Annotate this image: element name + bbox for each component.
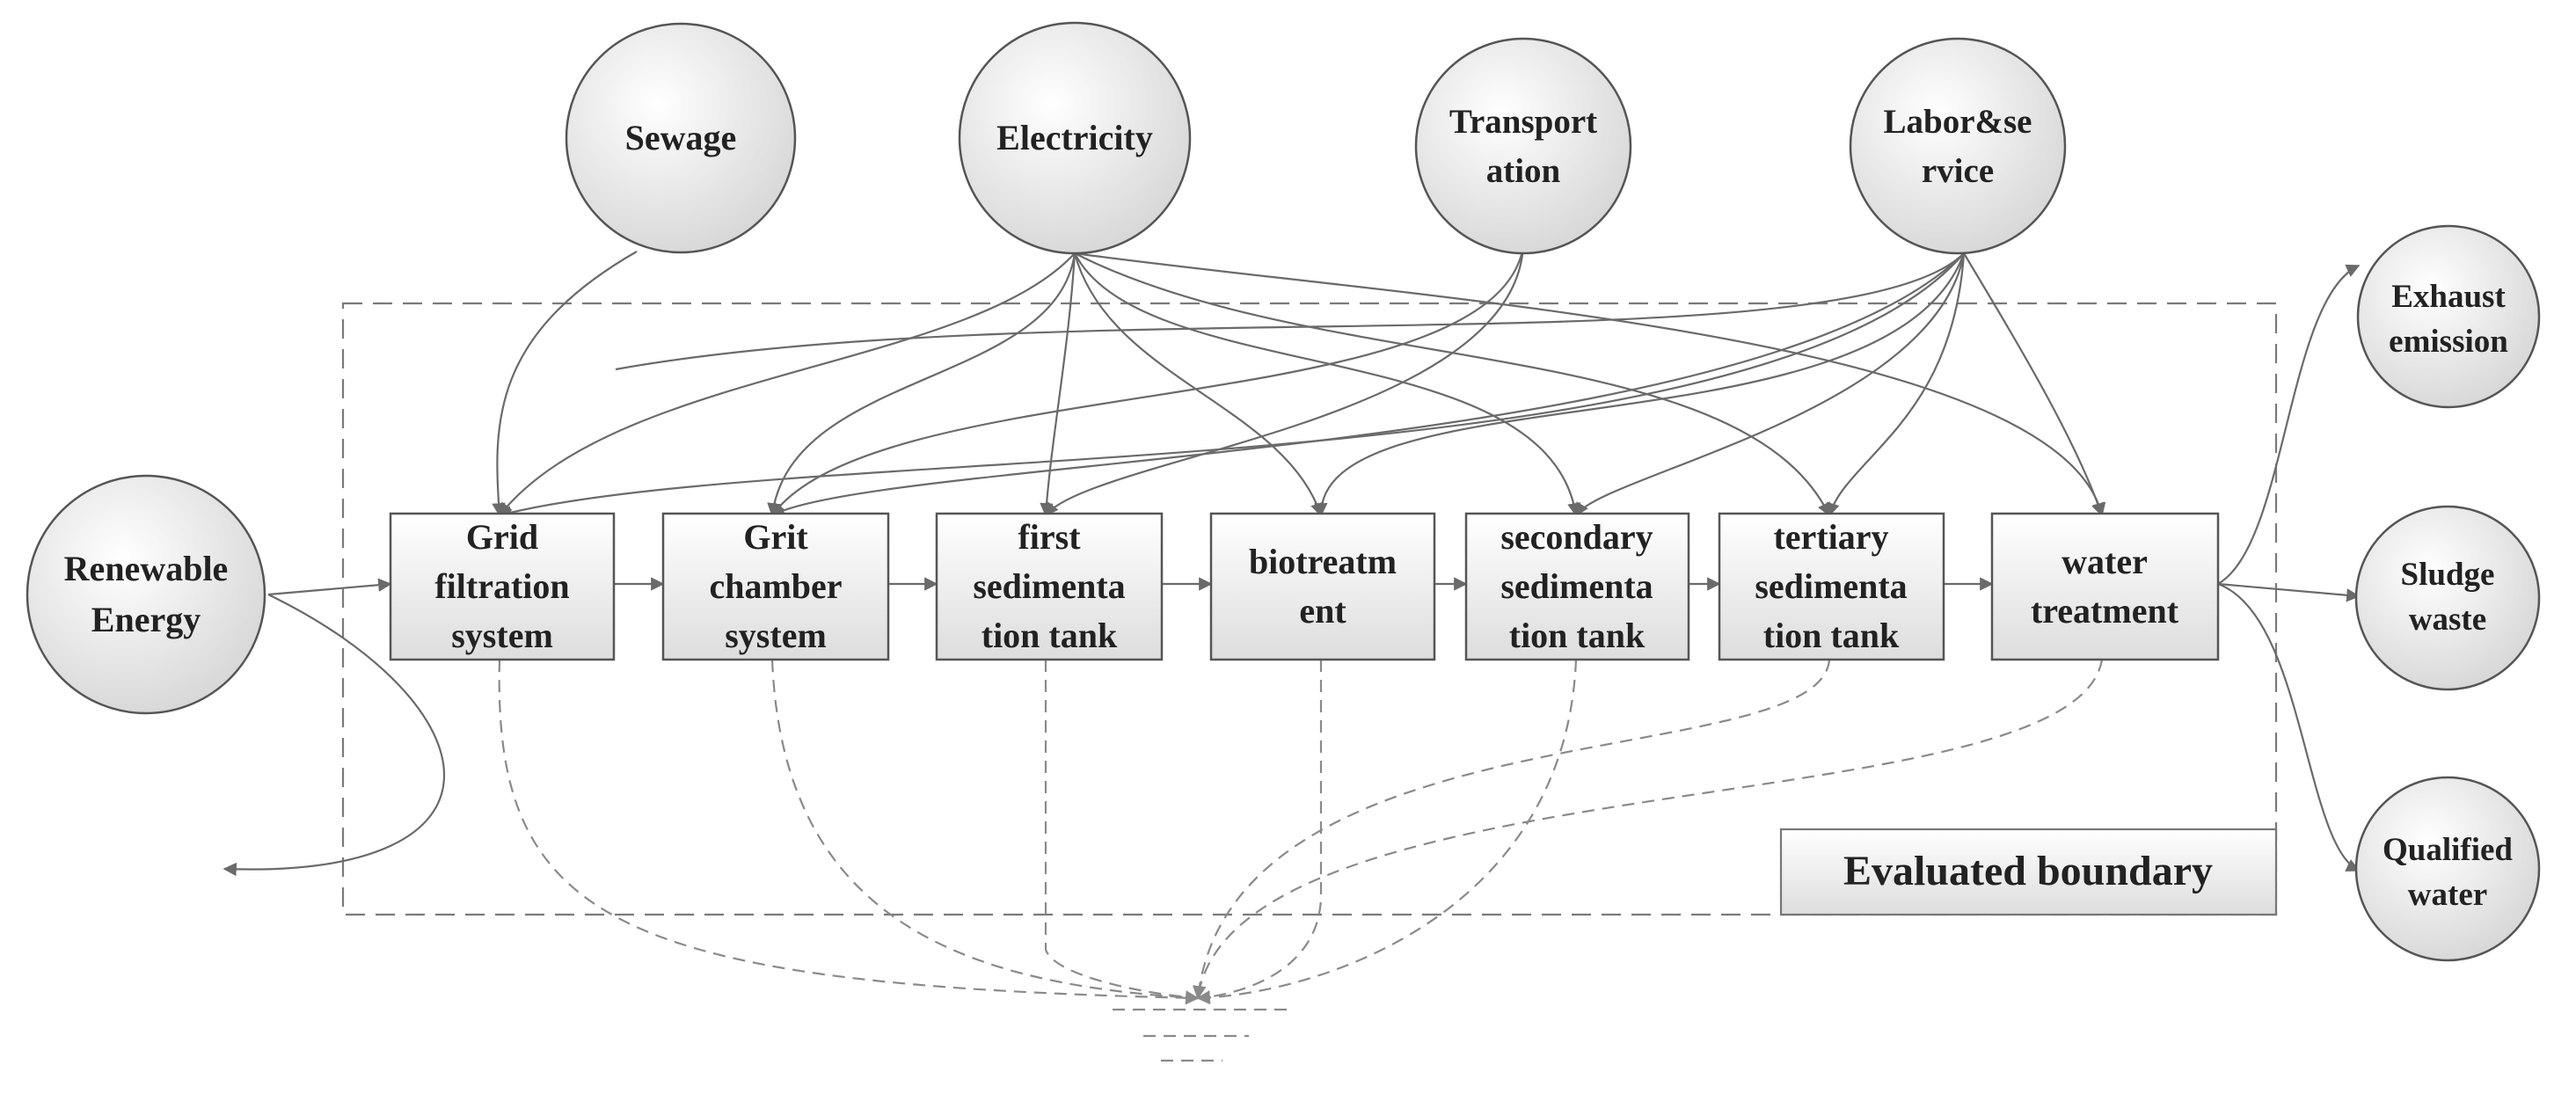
sewage-node: Sewage xyxy=(565,22,797,254)
input-flows xyxy=(492,245,2106,519)
renewable-label-line2: Energy xyxy=(91,600,201,639)
exhaust-label-line1: Exhaust xyxy=(2391,279,2506,315)
secondary-sedimentation-line1: secondary xyxy=(1500,517,1653,557)
tertiary-sedimentation-line2: sedimenta xyxy=(1755,566,1907,606)
biotreatment-box: biotreatm ent xyxy=(1209,512,1436,661)
grit-chamber-line1: Grit xyxy=(743,517,808,557)
grid-filtration-line2: filtration xyxy=(434,566,569,606)
output-nodes: Exhaust emission Sludge waste Qualified … xyxy=(2354,224,2541,962)
first-sedimentation-box: first sedimenta tion tank xyxy=(935,512,1164,661)
secondary-sedimentation-line2: sedimenta xyxy=(1500,566,1653,606)
sludge-label-line2: waste xyxy=(2409,602,2486,638)
first-sedimentation-line2: sedimenta xyxy=(973,566,1125,606)
electricity-node: Electricity xyxy=(958,21,1192,255)
transportation-label-line2: ation xyxy=(1486,152,1561,190)
input-nodes: Sewage Electricity Transport ation Labor… xyxy=(565,21,2067,255)
biotreatment-line1: biotreatm xyxy=(1249,542,1397,581)
qualified-label-line1: Qualified xyxy=(2383,832,2513,868)
sludge-waste-node: Sludge waste xyxy=(2354,505,2541,691)
renewable-label-line1: Renewable xyxy=(64,549,229,588)
qualified-water-node: Qualified water xyxy=(2354,776,2541,962)
emission-flows xyxy=(498,659,2104,1005)
labor-service-label-line2: rvice xyxy=(1922,152,1994,190)
water-treatment-line2: treatment xyxy=(2031,591,2179,631)
grid-filtration-box: Grid filtration system xyxy=(389,512,616,661)
ground-symbol xyxy=(1113,1008,1293,1062)
electricity-label: Electricity xyxy=(996,118,1153,157)
sludge-label-line1: Sludge xyxy=(2401,557,2495,593)
exhaust-label-line2: emission xyxy=(2389,324,2508,360)
first-sedimentation-line3: tion tank xyxy=(982,616,1118,655)
evaluated-boundary xyxy=(341,302,2278,916)
boundary-label: Evaluated boundary xyxy=(1843,848,2213,894)
process-chain xyxy=(223,577,1994,877)
renewable-energy-node: Renewable Energy xyxy=(26,474,266,715)
water-treatment-line1: water xyxy=(2062,542,2148,581)
biotreatment-line2: ent xyxy=(1299,591,1346,631)
secondary-sedimentation-box: secondary sedimenta tion tank xyxy=(1464,512,1690,661)
labor-service-node: Labor&se rvice xyxy=(1849,37,2067,255)
tertiary-sedimentation-box: tertiary sedimenta tion tank xyxy=(1718,512,1945,661)
sewage-label: Sewage xyxy=(625,118,737,157)
transportation-label-line1: Transport xyxy=(1449,103,1597,141)
water-treatment-box: water treatment xyxy=(1990,512,2220,661)
labor-service-label-line1: Labor&se xyxy=(1884,103,2032,141)
grit-chamber-box: Grit chamber system xyxy=(661,512,890,661)
tertiary-sedimentation-line3: tion tank xyxy=(1763,616,1900,655)
grit-chamber-line3: system xyxy=(725,616,827,655)
output-flows xyxy=(2217,264,2361,872)
boundary-label-box: Evaluated boundary xyxy=(1779,828,2278,916)
secondary-sedimentation-line3: tion tank xyxy=(1509,616,1646,655)
qualified-label-line2: water xyxy=(2408,877,2487,913)
grid-filtration-line3: system xyxy=(451,616,553,655)
first-sedimentation-line1: first xyxy=(1018,517,1081,557)
grit-chamber-line2: chamber xyxy=(709,566,842,606)
process-nodes: Grid filtration system Grit chamber syst… xyxy=(389,512,2220,661)
exhaust-emission-node: Exhaust emission xyxy=(2356,224,2541,409)
transportation-node: Transport ation xyxy=(1414,37,1632,255)
tertiary-sedimentation-line1: tertiary xyxy=(1773,517,1888,557)
grid-filtration-line1: Grid xyxy=(466,517,538,557)
